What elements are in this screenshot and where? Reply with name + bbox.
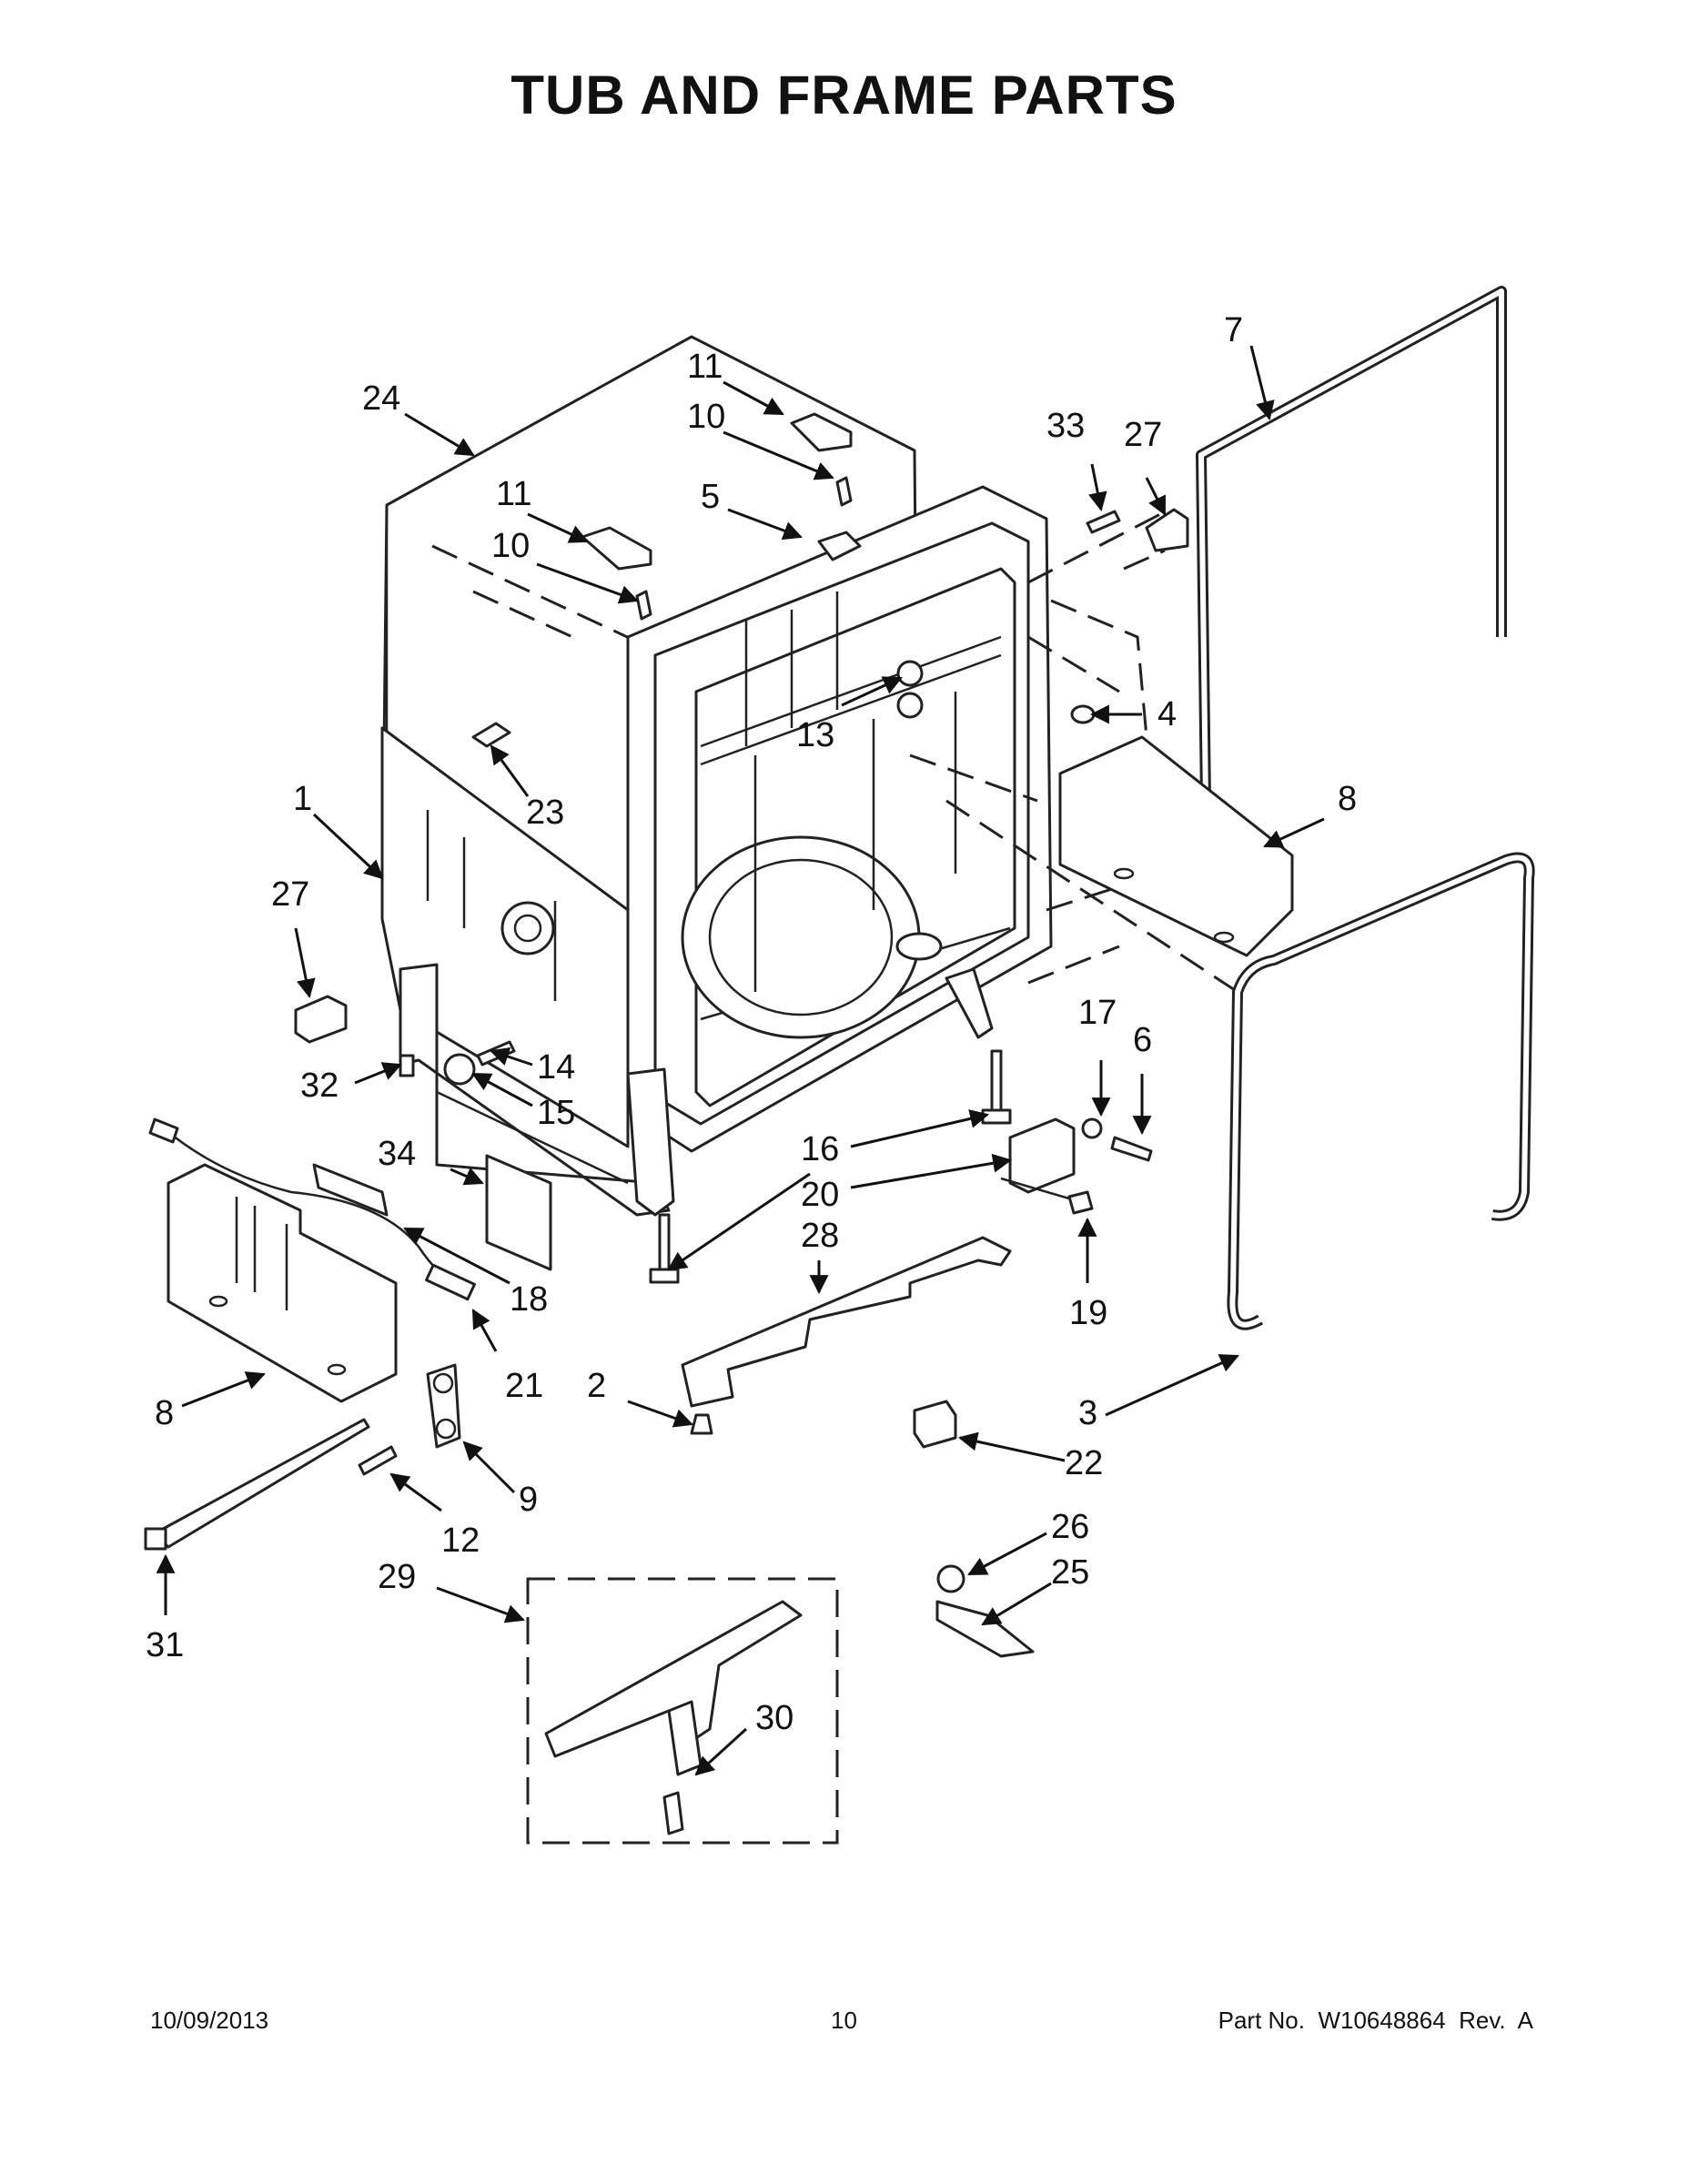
callout-8-left: 8 [155,1394,174,1432]
callout-11-left: 11 [496,475,531,513]
callout-18: 18 [510,1280,548,1319]
wire-harness [148,1117,476,1301]
callout-32: 32 [300,1067,339,1105]
callout-22: 22 [1065,1444,1103,1482]
callout-3: 3 [1078,1394,1097,1432]
leader-lines [156,345,1325,1776]
callout-33: 33 [1046,407,1085,445]
callout-21: 21 [505,1367,543,1405]
tub-assembly [380,335,1238,1153]
callout-6: 6 [1133,1021,1152,1059]
callout-26: 26 [1051,1508,1089,1546]
tub-lower-gasket [1227,852,1535,1330]
callout-12: 12 [441,1522,480,1560]
callout-10-left: 10 [491,527,530,565]
callout-10-top: 10 [687,398,725,436]
insulation-pad-right [1058,735,1294,957]
callout-9: 9 [519,1481,538,1519]
callout-19: 19 [1069,1294,1107,1332]
small-parts [144,412,1189,1845]
callout-27-left: 27 [271,875,309,914]
callout-labels: 24 11 10 5 11 10 7 33 27 4 13 23 1 8 27 … [146,311,1357,1737]
callout-17: 17 [1078,994,1117,1032]
callout-29: 29 [378,1558,416,1596]
footer-page-number: 10 [831,2007,857,2034]
door-gasket-top [1196,286,1507,802]
callout-30: 30 [755,1699,793,1737]
callout-1: 1 [293,780,312,818]
callout-11-top: 11 [687,348,723,386]
page-title: TUB AND FRAME PARTS [510,65,1178,126]
callout-27-right: 27 [1124,416,1162,454]
callout-24: 24 [362,379,400,418]
callout-5: 5 [701,478,720,516]
callout-14: 14 [537,1048,575,1087]
footer-date: 10/09/2013 [150,2007,269,2034]
callout-23: 23 [526,794,564,832]
callout-20: 20 [801,1176,839,1214]
callout-25: 25 [1051,1553,1089,1592]
callout-7: 7 [1224,311,1243,349]
insulation-pad-left [167,1163,398,1403]
footer-part-number: Part No. W10648864 Rev. A [1218,2007,1533,2034]
callout-15: 15 [537,1094,575,1132]
callout-16: 16 [801,1130,839,1168]
callout-31: 31 [146,1626,184,1664]
callout-34: 34 [378,1135,416,1173]
callout-28: 28 [801,1217,839,1255]
callout-2: 2 [587,1367,606,1405]
callout-13: 13 [796,716,834,754]
callout-8-right: 8 [1338,780,1357,818]
callout-4: 4 [1157,695,1177,733]
